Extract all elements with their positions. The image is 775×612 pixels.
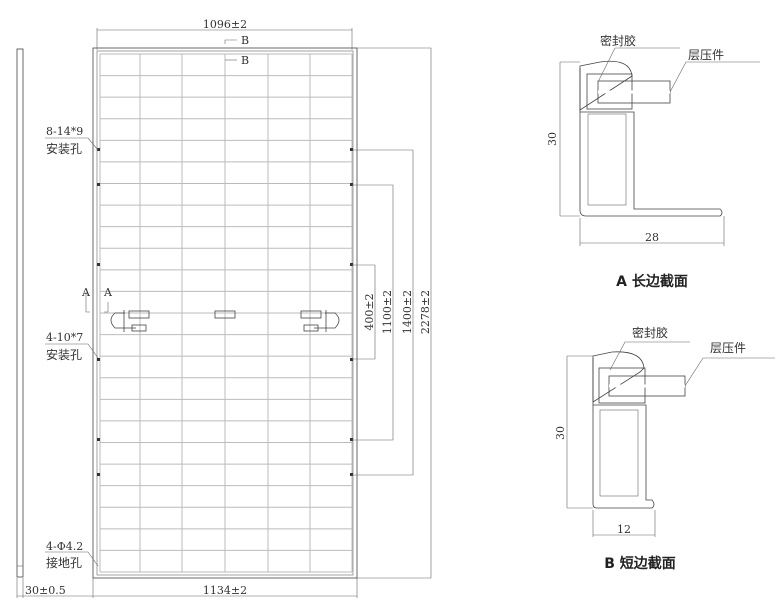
hole-1-spec: 8-14*9: [46, 125, 83, 138]
mounting-holes: [97, 148, 353, 476]
dimension-width-bottom: 1134±2 30±0.5: [16, 578, 358, 598]
side-view: [16, 48, 24, 578]
section-b-caption: B 短边截面: [604, 555, 676, 572]
dim-2278-label: 2278±2: [419, 290, 432, 334]
section-a-height-label: 30: [546, 132, 559, 146]
section-a-marker-left: A: [81, 286, 91, 299]
section-b-sealant-label: 密封胶: [632, 325, 668, 340]
hole-2-label: 安装孔: [46, 347, 82, 362]
section-marker-a: A A: [81, 286, 113, 313]
dim-400-label: 400±2: [363, 293, 376, 330]
section-b-marker-top: B: [241, 34, 249, 47]
dim-1400-label: 1400±2: [401, 290, 414, 334]
dim-1100-label: 1100±2: [381, 290, 394, 334]
width-top-label: 1096±2: [203, 18, 247, 31]
section-marker-b: B B: [224, 34, 249, 67]
section-b-width-label: 12: [617, 523, 631, 536]
section-b-laminate-label: 层压件: [710, 341, 746, 355]
dimension-heights: 400±2 1100±2 1400±2 2278±2: [352, 47, 432, 579]
section-b-height-label: 30: [554, 426, 567, 440]
hole-3-spec: 4-Φ4.2: [46, 540, 83, 553]
cell-grid: [99, 53, 353, 573]
section-a-caption: A 长边截面: [616, 273, 688, 290]
junction-boxes: [110, 310, 340, 332]
dimension-width-top: 1096±2: [96, 18, 353, 50]
panel-front-view: [92, 47, 358, 579]
section-a-sealant-label: 密封胶: [600, 33, 636, 48]
frame-thickness-label: 30±0.5: [25, 584, 66, 597]
callout-mounting-hole-1: 8-14*9 安装孔: [45, 125, 99, 156]
callout-mounting-hole-2: 4-10*7 安装孔: [45, 331, 99, 362]
section-a-width-label: 28: [645, 231, 659, 244]
hole-3-label: 接地孔: [46, 555, 82, 570]
hole-1-label: 安装孔: [46, 141, 82, 156]
width-bottom-label: 1134±2: [203, 584, 247, 597]
section-a-laminate-label: 层压件: [688, 48, 724, 62]
section-a-drawing: 密封胶 层压件 30 28 A 长边截面: [546, 33, 760, 290]
section-b-marker-bottom: B: [241, 54, 249, 67]
section-a-marker-right: A: [103, 286, 113, 299]
callout-grounding-hole: 4-Φ4.2 接地孔: [45, 540, 99, 570]
hole-2-spec: 4-10*7: [46, 331, 83, 344]
section-b-drawing: 密封胶 层压件 30 12 B 短边截面: [554, 325, 775, 572]
